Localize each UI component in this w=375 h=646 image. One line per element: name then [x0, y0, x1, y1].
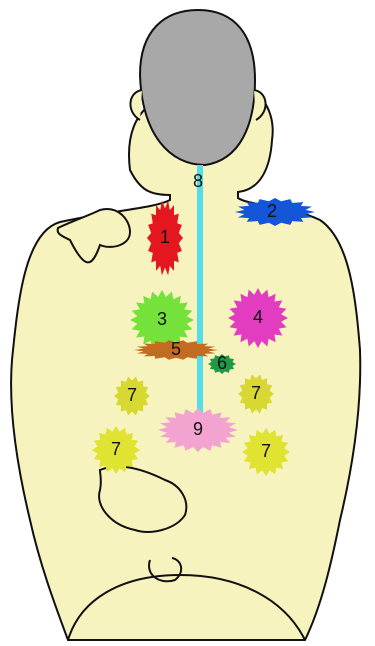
left-ear: [130, 90, 142, 120]
marker-label-4: 4: [253, 307, 263, 327]
marker-label-7d: 7: [261, 441, 271, 461]
marker-label-6: 6: [217, 353, 227, 373]
marker-label-8: 8: [193, 171, 203, 191]
marker-label-9: 9: [193, 419, 203, 439]
marker-label-3: 3: [157, 309, 167, 329]
marker-label-2: 2: [267, 201, 277, 221]
marker-label-7b: 7: [251, 383, 261, 403]
marker-label-7c: 7: [111, 439, 121, 459]
spine-line: [197, 165, 203, 420]
marker-label-5: 5: [171, 339, 181, 359]
marker-label-7a: 7: [127, 385, 137, 405]
marker-label-1: 1: [160, 227, 170, 247]
